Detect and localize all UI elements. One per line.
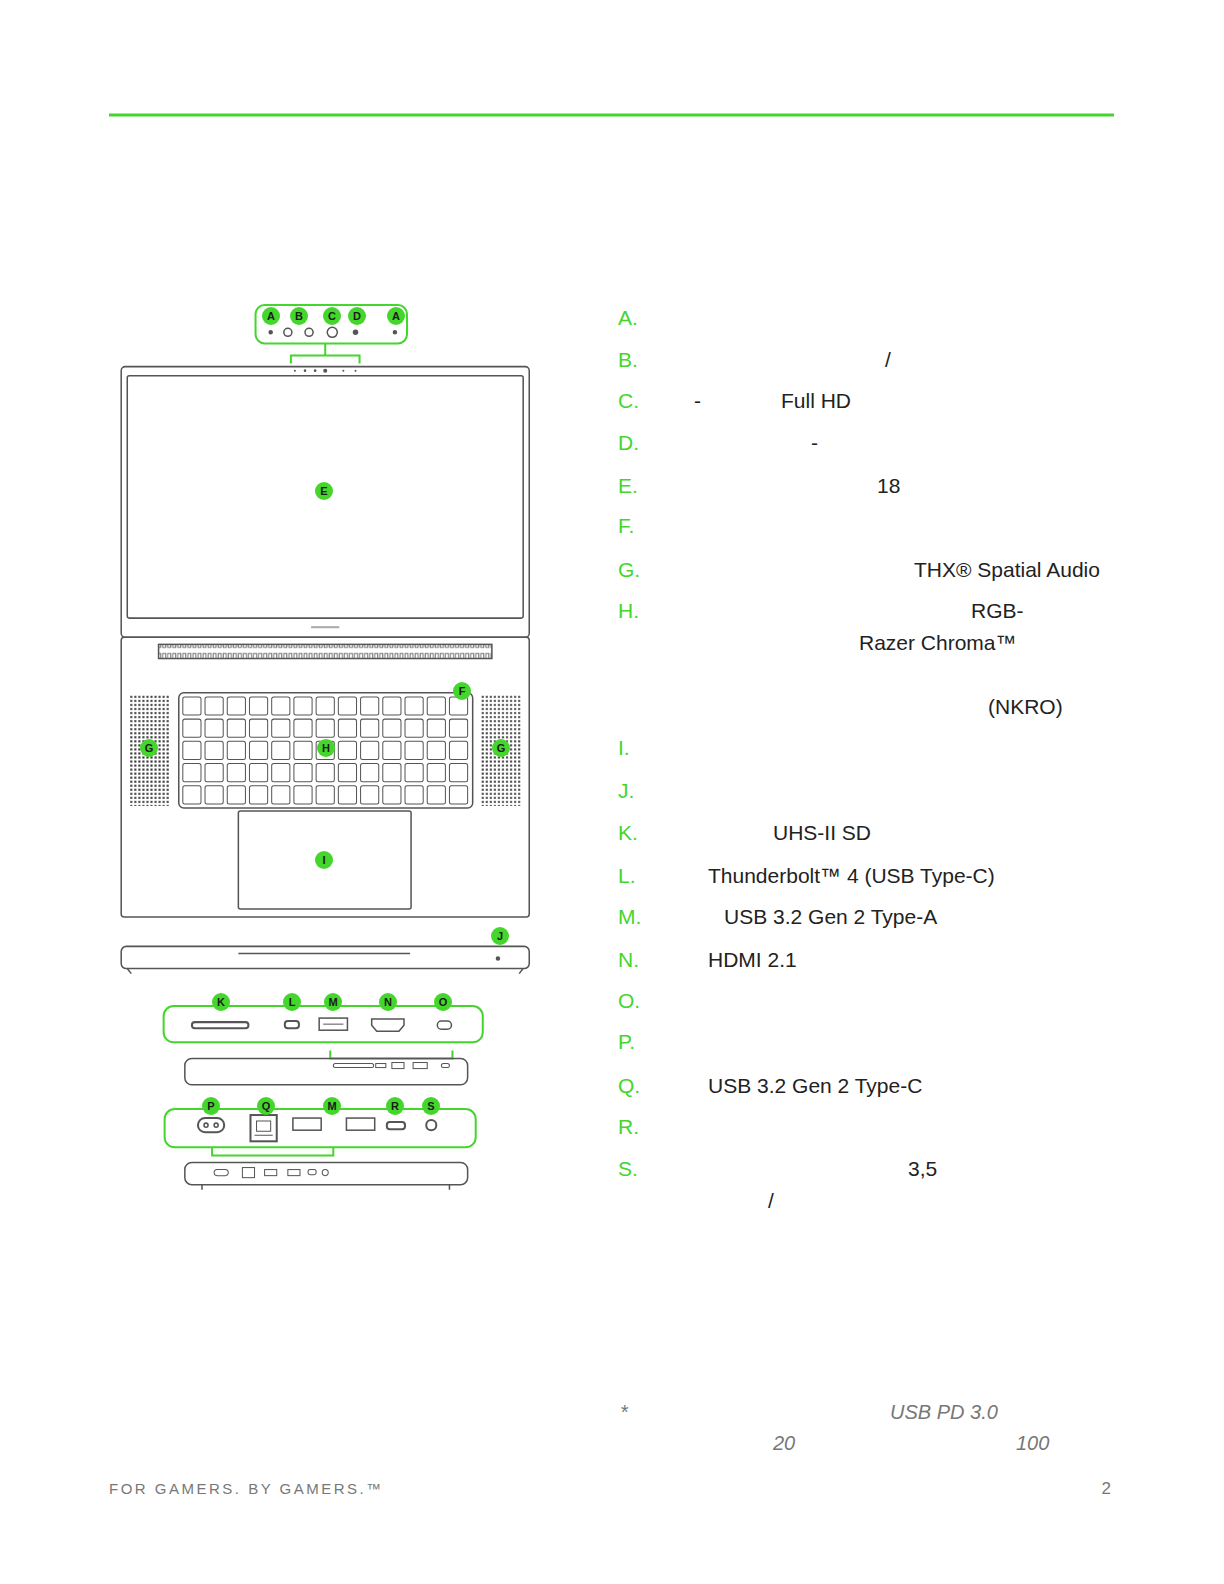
callout-letter: C bbox=[328, 310, 336, 322]
callout-letter: G bbox=[497, 742, 506, 754]
callout-circle bbox=[315, 851, 333, 869]
laptop-drawing bbox=[121, 305, 529, 1190]
item-letter: D. bbox=[618, 431, 639, 455]
callout-letter: I bbox=[322, 854, 325, 866]
item-letter: B. bbox=[618, 348, 638, 372]
callout-circle bbox=[323, 1097, 341, 1115]
callout-letter: Q bbox=[262, 1100, 271, 1112]
callout-letter: D bbox=[353, 310, 361, 322]
callout-circle bbox=[492, 739, 510, 757]
callout-letter: K bbox=[217, 996, 225, 1008]
callout-circle bbox=[317, 739, 335, 757]
item-text: 3,5 bbox=[908, 1157, 937, 1181]
footnote-text: USB PD 3.0 bbox=[890, 1400, 998, 1424]
item-letter: Q. bbox=[618, 1074, 640, 1098]
callout-circle bbox=[140, 739, 158, 757]
item-letter: C. bbox=[618, 389, 639, 413]
callout-circle bbox=[386, 1097, 404, 1115]
item-letter: H. bbox=[618, 599, 639, 623]
callout-letter: F bbox=[459, 685, 466, 697]
item-text: UHS-II SD bbox=[773, 821, 871, 845]
callout-letter: R bbox=[391, 1100, 399, 1112]
item-letter: G. bbox=[618, 558, 640, 582]
callout-circle bbox=[348, 307, 366, 325]
callout-circle bbox=[434, 993, 452, 1011]
callout-letter: M bbox=[327, 1100, 336, 1112]
item-text: USB 3.2 Gen 2 Type-C bbox=[708, 1074, 922, 1098]
item-text: THX® Spatial Audio bbox=[914, 558, 1100, 582]
callout-circle bbox=[379, 993, 397, 1011]
item-text: Razer Chroma™ bbox=[859, 631, 1017, 655]
callout-circle bbox=[323, 307, 341, 325]
callout-circle bbox=[262, 307, 280, 325]
item-text: Thunderbolt™ 4 (USB Type-C) bbox=[708, 864, 995, 888]
item-text: 18 bbox=[877, 474, 900, 498]
item-text: HDMI 2.1 bbox=[708, 948, 797, 972]
callout-letter: J bbox=[497, 930, 503, 942]
callout-circle bbox=[283, 993, 301, 1011]
item-letter: L. bbox=[618, 864, 636, 888]
item-letter: I. bbox=[618, 736, 630, 760]
callout-circle bbox=[315, 482, 333, 500]
callout-letter: A bbox=[267, 310, 275, 322]
callout-circle bbox=[212, 993, 230, 1011]
callout-letter: S bbox=[427, 1100, 434, 1112]
header-rule bbox=[109, 114, 1114, 117]
callout-letter: N bbox=[384, 996, 392, 1008]
item-text: (NKRO) bbox=[988, 695, 1063, 719]
item-text: RGB- bbox=[971, 599, 1024, 623]
item-letter: J. bbox=[618, 779, 634, 803]
page-number: 2 bbox=[1102, 1477, 1111, 1501]
callout-circle bbox=[202, 1097, 220, 1115]
item-letter: N. bbox=[618, 948, 639, 972]
callout-circle bbox=[422, 1097, 440, 1115]
footnote-text: 20 bbox=[773, 1431, 795, 1455]
callout-letter: P bbox=[207, 1100, 214, 1112]
footnote-text: 100 bbox=[1016, 1431, 1049, 1455]
item-text: - bbox=[694, 389, 701, 413]
callout-circle bbox=[290, 307, 308, 325]
item-text: USB 3.2 Gen 2 Type-A bbox=[724, 905, 937, 929]
item-letter: E. bbox=[618, 474, 638, 498]
callout-letter: A bbox=[392, 310, 400, 322]
item-letter: M. bbox=[618, 905, 641, 929]
callout-letter: L bbox=[289, 996, 296, 1008]
item-letter: R. bbox=[618, 1115, 639, 1139]
item-letter: A. bbox=[618, 306, 638, 330]
callout-circle bbox=[453, 682, 471, 700]
callout-letter: H bbox=[322, 742, 330, 754]
callout-letter: B bbox=[295, 310, 303, 322]
item-letter: O. bbox=[618, 989, 640, 1013]
item-letter: P. bbox=[618, 1030, 635, 1054]
callout-letter: E bbox=[320, 485, 327, 497]
item-text: / bbox=[885, 348, 891, 372]
item-text: / bbox=[768, 1189, 774, 1213]
callout-letter: G bbox=[145, 742, 154, 754]
callout-circle bbox=[387, 307, 405, 325]
item-text: - bbox=[811, 431, 818, 455]
item-letter: F. bbox=[618, 514, 634, 538]
callout-circle bbox=[257, 1097, 275, 1115]
callout-circle bbox=[491, 927, 509, 945]
item-letter: K. bbox=[618, 821, 638, 845]
item-letter: S. bbox=[618, 1157, 638, 1181]
callout-letter: M bbox=[328, 996, 337, 1008]
callout-letter: O bbox=[439, 996, 448, 1008]
item-text: Full HD bbox=[781, 389, 851, 413]
footnote-text: * bbox=[620, 1400, 628, 1424]
footer-text: FOR GAMERS. BY GAMERS.™ bbox=[109, 1477, 384, 1501]
callout-circle bbox=[324, 993, 342, 1011]
